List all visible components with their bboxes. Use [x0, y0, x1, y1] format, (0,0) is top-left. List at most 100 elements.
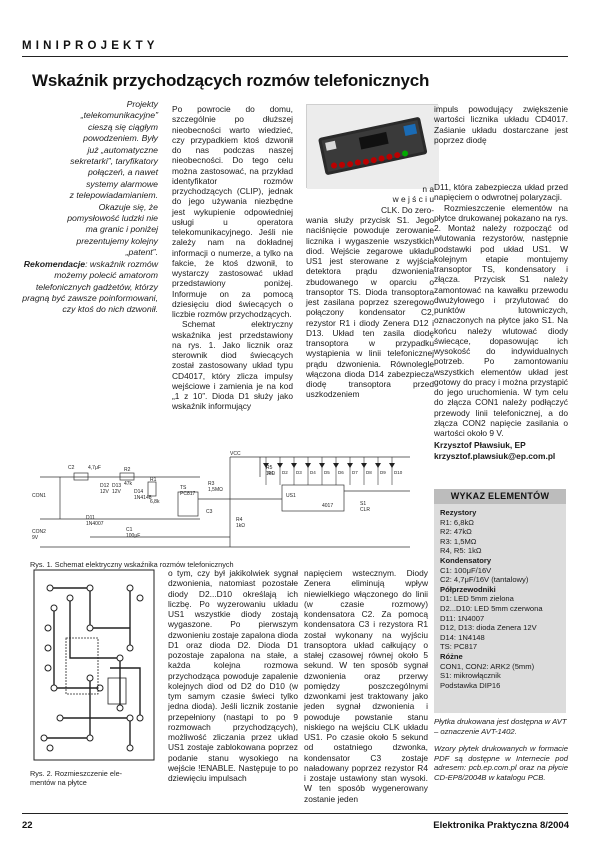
col3-paragraph-1: wania służy przycisk S1. Jego naciśnięci… [306, 215, 434, 400]
schem-label-4017: 4017 [322, 503, 333, 509]
led-row [330, 150, 409, 169]
author-name: Krzysztof Pławsiuk, EP [434, 440, 526, 451]
pcb-download-note: Wzory płytek drukowanych w formacie PDF … [434, 744, 568, 782]
parts-item: R3: 1,5MΩ [440, 536, 477, 546]
pcb-drawing [33, 569, 155, 761]
magazine-issue: Elektronika Praktyczna 8/2004 [433, 820, 569, 831]
schem-label-d12: D12 [100, 483, 109, 489]
column-4: impuls powodujący zwiększenie wartości l… [434, 104, 568, 461]
parts-item: D12, D13: dioda Zenera 12V [440, 623, 537, 633]
pcb-pad [40, 734, 48, 742]
footer-rule [22, 813, 568, 814]
intro-line: systemy alarmowe [86, 178, 158, 189]
recommendation-label: Rekomendacje [23, 258, 86, 269]
pcb-pad [44, 664, 52, 672]
photo-text-line-1: n a [422, 184, 434, 194]
col2-bottom-paragraph: o tym, czy był jakikolwiek sygnał dzwoni… [168, 568, 298, 783]
intro-line: „telekomunikacyjne” [80, 110, 158, 121]
schem-label-d12-v: 12V [100, 489, 110, 495]
schem-label-vcc: VCC [230, 451, 241, 457]
parts-item: R2: 47kΩ [440, 527, 472, 537]
schematic-led-label: D9 [380, 470, 386, 475]
figure-2-caption-line-2: mentów na płytce [30, 778, 87, 787]
schem-label-r4: R4 [236, 517, 243, 523]
pcb-pad [44, 644, 52, 652]
section-kicker: MINIPROJEKTY [22, 40, 159, 52]
author-email[interactable]: krzysztof.plawsiuk@ep.com.pl [434, 450, 556, 461]
pcb-pad [86, 584, 94, 592]
intro-line: już „automatyczne [87, 144, 159, 155]
schematic-labels: VCC R5 1kΩ US1 4017 TS PC817 C3 C1 100μF… [32, 451, 370, 541]
pcb-pad [44, 624, 52, 632]
pcb-pad [126, 744, 134, 752]
schem-label-c3: C3 [206, 509, 213, 515]
device-photo [306, 104, 439, 189]
photo-text-line-3: CLK. Do zero- [380, 204, 434, 215]
schematic-led-label: D1 [268, 470, 274, 475]
article-intro: Projekty„telekomunikacyjne”cieszą się ci… [22, 99, 158, 316]
pcb-pad [46, 584, 54, 592]
parts-item: R4, R5: 1kΩ [440, 546, 482, 556]
parts-item: CON1, CON2: ARK2 (5mm) [440, 661, 535, 671]
column-2-bottom: o tym, czy był jakikolwiek sygnał dzwoni… [168, 568, 298, 783]
col4-paragraph-2: Rozmieszczenie elementów na płytce druko… [434, 202, 568, 439]
parts-list-box [434, 489, 566, 713]
schem-label-s1: S1 [360, 501, 366, 507]
schem-label-c1-value: 100μF [126, 533, 140, 539]
pcb-figure [30, 568, 158, 764]
parts-item: S1: mikrowłącznik [440, 671, 501, 681]
parts-item: D14: 1N4148 [440, 632, 485, 642]
col2-paragraph-1: Po powrocie do domu, szczególnie po dłuż… [172, 104, 293, 319]
schem-label-r3-value: 1,5MΩ [208, 487, 223, 493]
intro-line: „patent”. [125, 247, 158, 258]
header-rule [22, 56, 568, 57]
schem-label-con2: CON2 [32, 529, 46, 535]
schem-label-d13: D13 [112, 483, 121, 489]
schematic-led-label: D8 [366, 470, 372, 475]
schem-label-c2-value: 4,7μF [88, 465, 101, 471]
schem-label-ts: TS [180, 485, 187, 491]
column-2-top: Po powrocie do domu, szczególnie po dłuż… [172, 104, 293, 412]
parts-item: R1: 6,8kΩ [440, 517, 474, 527]
schematic-led: D5 [319, 457, 330, 485]
schem-label-pc817: PC817 [180, 491, 196, 497]
schem-label-r3: R3 [208, 481, 215, 487]
schematic-led: D10 [389, 457, 403, 485]
schem-label-d14-type: 1N4148 [134, 495, 152, 501]
pcb-pad [136, 594, 144, 602]
pcb-pad [86, 674, 94, 682]
schematic-led-label: D6 [338, 470, 344, 475]
pcb-pad [86, 734, 94, 742]
intro-line: Projekty [126, 99, 158, 109]
intro-line: Okazuje się, że [98, 201, 158, 212]
photo-text-line-2: w e j ś c i u [392, 194, 434, 205]
schem-label-d11: D11 [86, 515, 95, 521]
pcb-availability-note: Płytka drukowana jest dostępna w AVT – o… [434, 717, 567, 736]
pcb-pad [46, 744, 54, 752]
pcb-pad [116, 704, 124, 712]
schem-label-r1: R1 [150, 477, 157, 483]
schematic-led: D2 [277, 457, 288, 485]
schem-label-c1: C1 [126, 527, 133, 533]
schem-label-c2: C2 [68, 465, 75, 471]
schem-label-9v: 9V [32, 535, 39, 541]
pcb-pad [96, 684, 104, 692]
col3-bottom-paragraph: napięciem wstecznym. Diody Zenera elimin… [304, 568, 428, 804]
pcb-pads [40, 584, 144, 752]
intro-line: prezentujemy kolejny [76, 235, 158, 246]
intro-line: połączeń, a nawet [87, 167, 158, 178]
schem-label-d14: D14 [134, 489, 143, 495]
schematic-led: D9 [375, 457, 386, 485]
schematic-led: D4 [305, 457, 316, 485]
article-title: Wskaźnik przychodzących rozmów telefonic… [32, 71, 430, 90]
schematic-led-label: D2 [282, 470, 288, 475]
schem-label-d13-v: 12V [112, 489, 122, 495]
pcb-pad [50, 684, 58, 692]
figure-1-caption: Rys. 1. Schemat elektryczny wskaźnika ro… [30, 560, 234, 569]
schematic-led-label: D7 [352, 470, 358, 475]
parts-item: C2: 4,7μF/16V (tantalowy) [440, 575, 529, 585]
schematic-led: D3 [291, 457, 302, 485]
pcb-pad [136, 714, 144, 722]
